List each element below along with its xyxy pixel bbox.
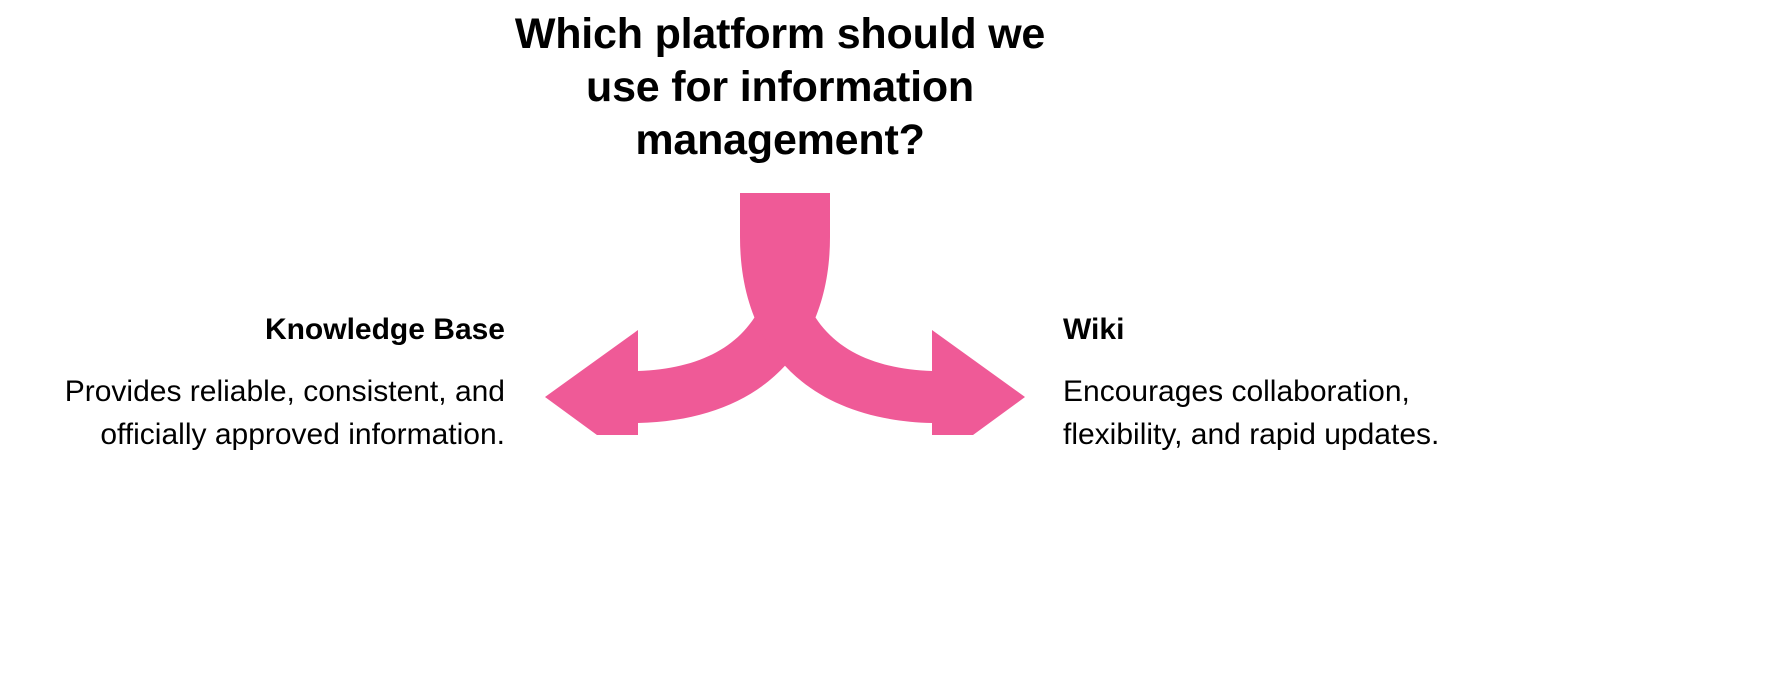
branch-description-wiki: Encourages collaboration, flexibility, a…	[1063, 375, 1440, 451]
branch-label-wiki: Wiki	[1063, 313, 1125, 346]
split-arrow-graphic	[520, 175, 1050, 435]
branch-label-knowledge-base: Knowledge Base	[264, 313, 505, 346]
diagram-title: Which platform should we use for informa…	[514, 10, 1046, 164]
branch-description-knowledge-base: Provides reliable, consistent, and offic…	[64, 375, 505, 451]
branch-knowledge-base: Knowledge Base Provides reliable, consis…	[35, 312, 505, 456]
branch-wiki: Wiki Encourages collaboration, flexibili…	[1063, 312, 1533, 456]
left-arrow-shape	[545, 193, 830, 435]
right-arrow-shape	[740, 193, 1025, 435]
